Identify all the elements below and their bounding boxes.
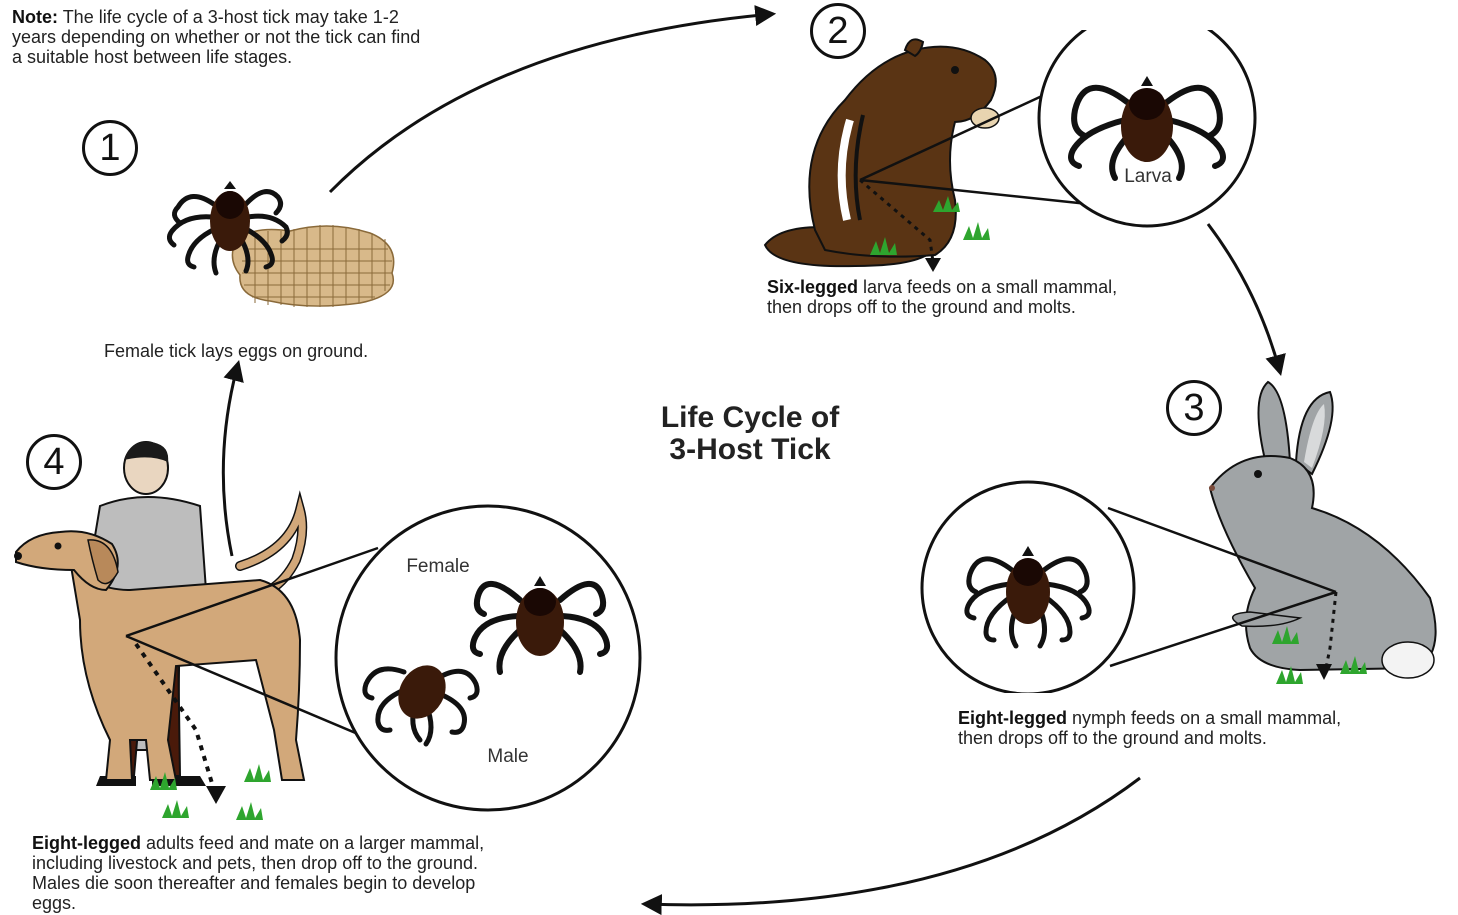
- stage-2-caption-bold: Six-legged: [767, 277, 858, 297]
- stage-1-caption-text: Female tick lays eggs on ground.: [104, 341, 368, 361]
- stage-2-caption-line-2: then drops off to the ground and molts.: [767, 297, 1117, 317]
- stage-3-caption-bold: Eight-legged: [958, 708, 1067, 728]
- note-label: Note:: [12, 7, 58, 27]
- stage-3-caption-line-2: then drops off to the ground and molts.: [958, 728, 1341, 748]
- stage-4-illustration: Female Male: [0, 440, 650, 825]
- arrow-3-to-4: [645, 778, 1140, 905]
- stage-4-caption-line-3: Males die soon thereafter and females be…: [32, 873, 484, 893]
- stage-2-caption-line-1: larva feeds on a small mammal,: [858, 277, 1117, 297]
- title-line-1: Life Cycle of: [600, 402, 900, 434]
- note-line-2: years depending on whether or not the ti…: [12, 27, 572, 47]
- rabbit-icon: [1209, 382, 1436, 678]
- stage-4-caption-bold: Eight-legged: [32, 833, 141, 853]
- stage-2-caption: Six-legged larva feeds on a small mammal…: [767, 277, 1117, 317]
- stage-4-caption-line-2: including livestock and pets, then drop …: [32, 853, 484, 873]
- stage-3-caption: Eight-legged nymph feeds on a small mamm…: [958, 708, 1341, 748]
- stage-3-caption-line-1: nymph feeds on a small mammal,: [1067, 708, 1341, 728]
- stage-1-illustration: [160, 165, 405, 315]
- larva-label: Larva: [1124, 166, 1172, 187]
- chipmunk-icon: [765, 39, 999, 266]
- stage-3-illustration: [920, 378, 1450, 693]
- stage-4-caption-line-4: eggs.: [32, 893, 484, 913]
- stage-1-caption: Female tick lays eggs on ground.: [104, 341, 368, 361]
- stage-2-illustration: Larva: [755, 30, 1275, 275]
- stage-number-1: 1: [82, 120, 138, 176]
- female-label: Female: [406, 556, 469, 577]
- note: Note: The life cycle of a 3-host tick ma…: [12, 7, 572, 67]
- note-line-1: The life cycle of a 3-host tick may take…: [63, 7, 399, 27]
- male-label: Male: [487, 746, 528, 767]
- stage-4-caption-line-1: adults feed and mate on a larger mammal,: [141, 833, 484, 853]
- note-line-3: a suitable host between life stages.: [12, 47, 572, 67]
- stage-4-caption: Eight-legged adults feed and mate on a l…: [32, 833, 484, 913]
